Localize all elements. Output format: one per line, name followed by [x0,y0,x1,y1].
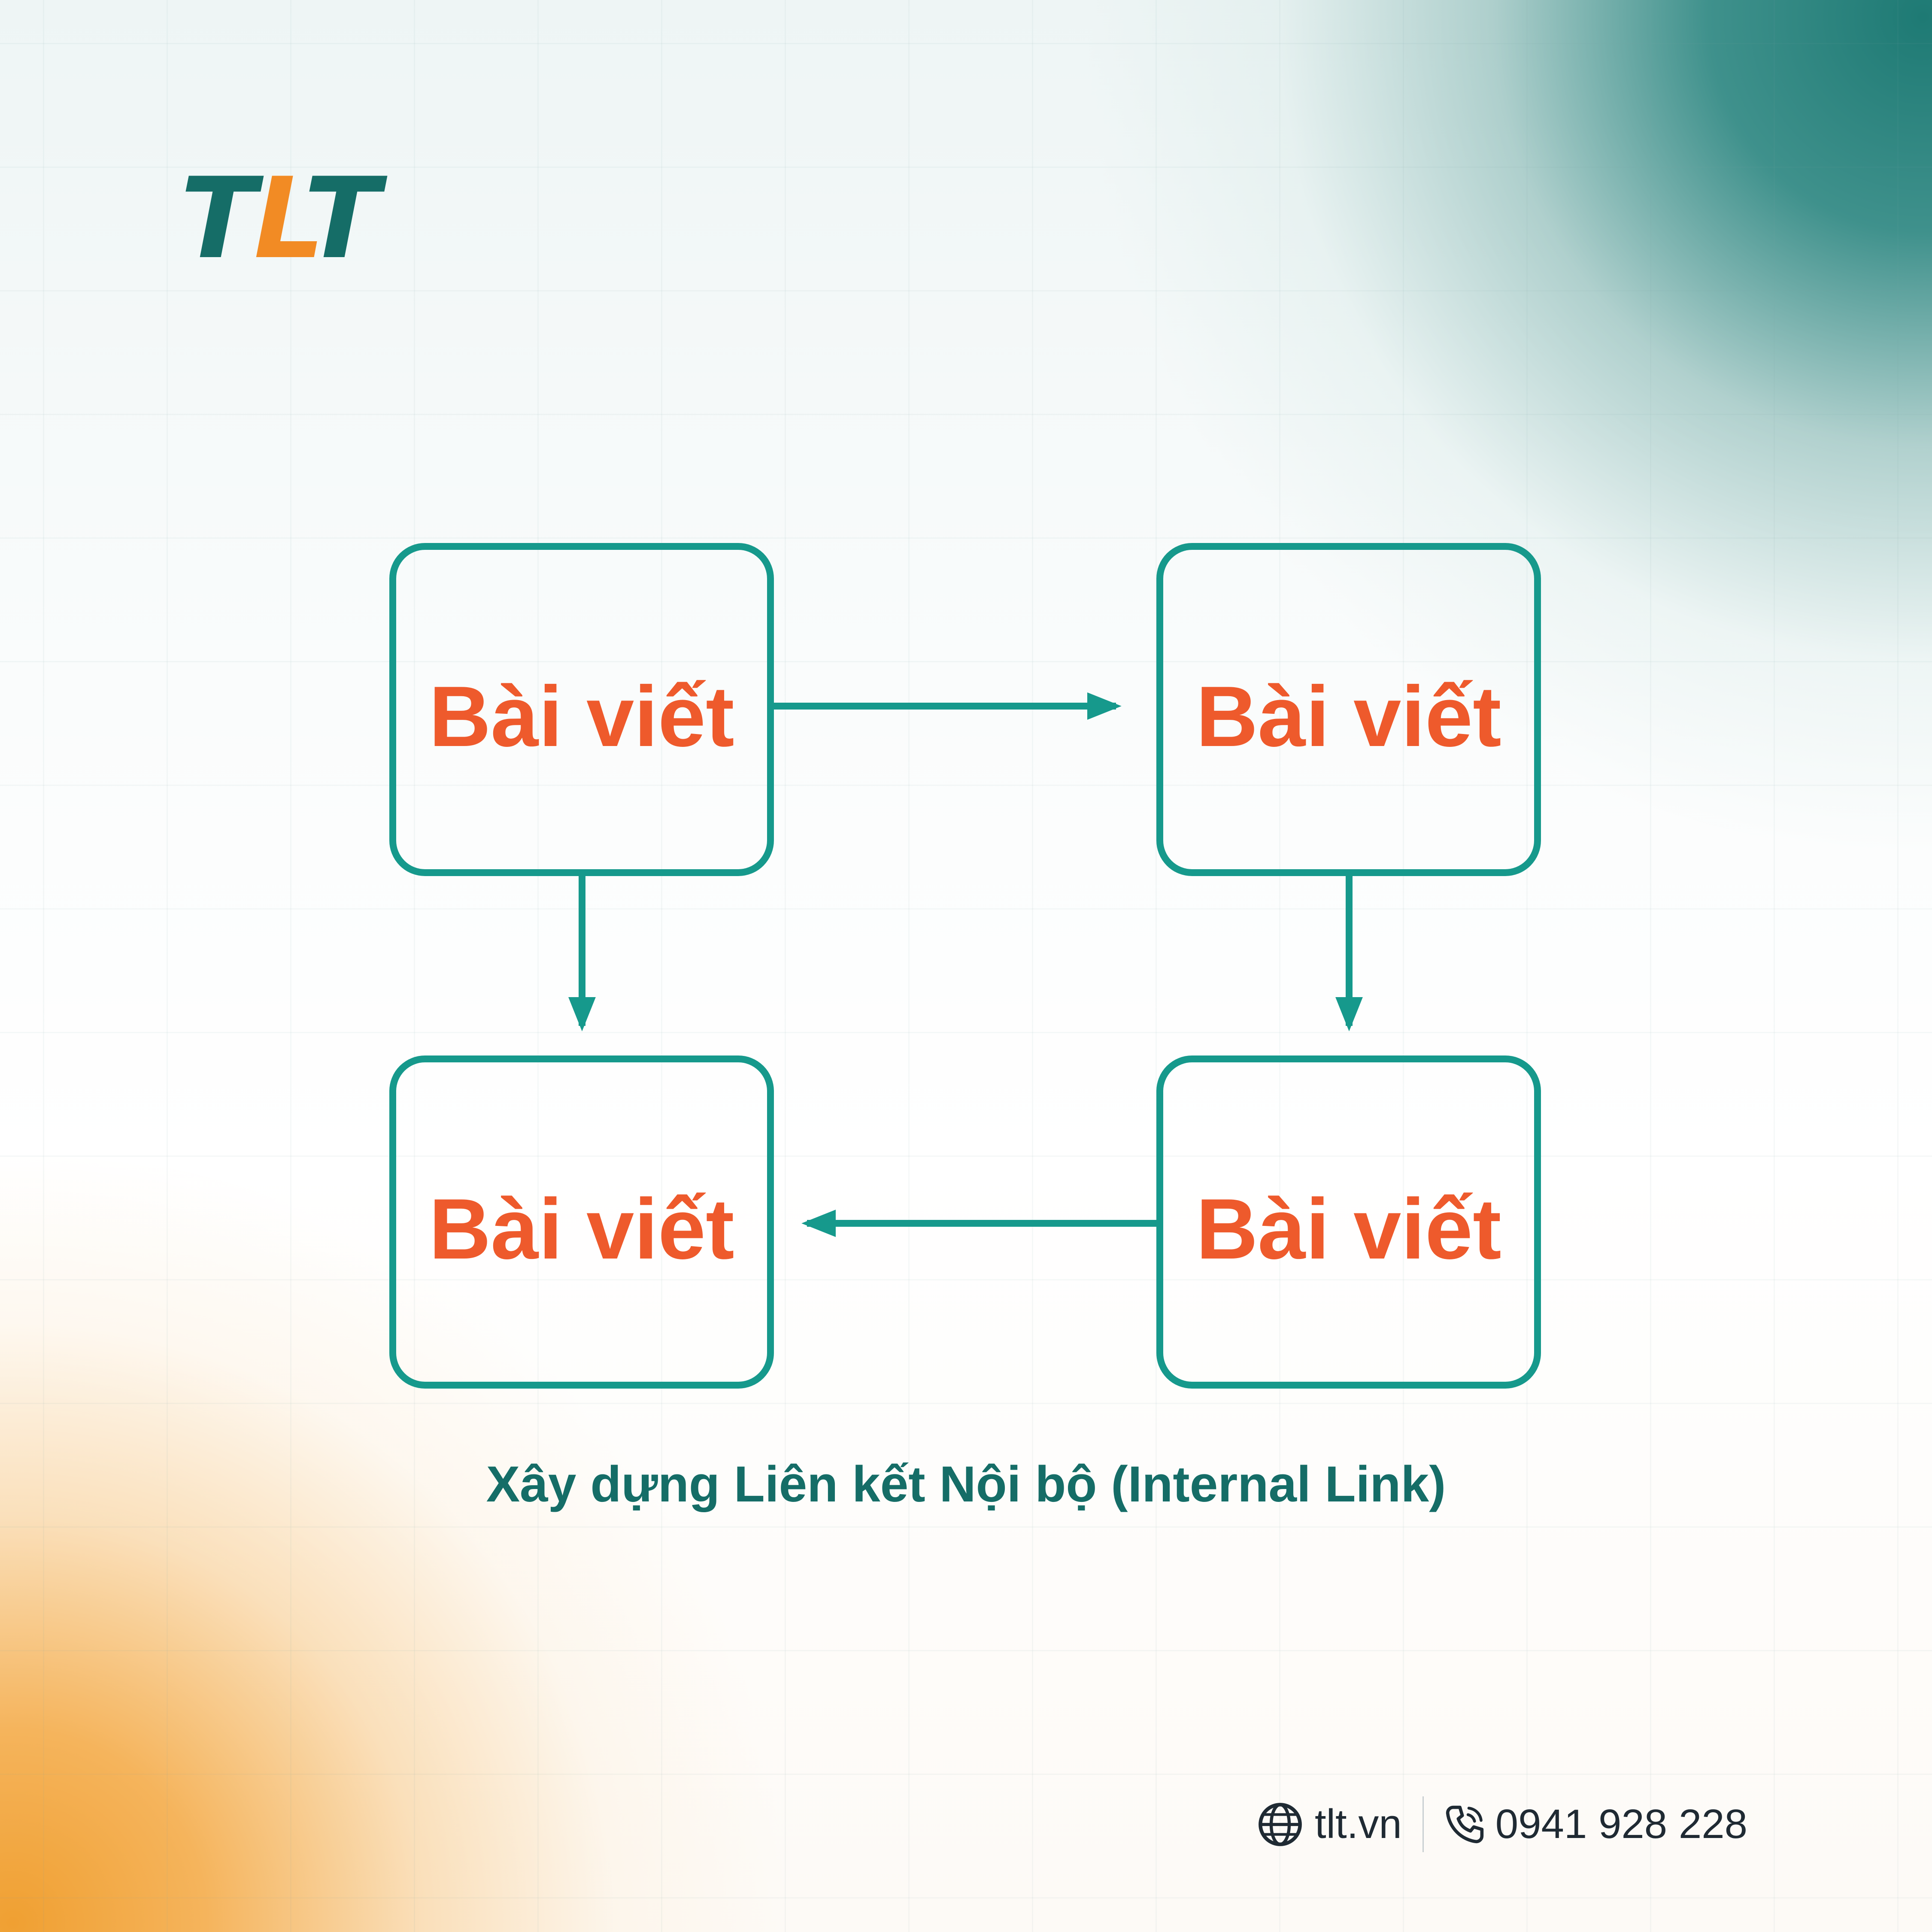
phone-link[interactable]: 0941 928 228 [1444,1801,1747,1848]
node-label-top-left: Bài viết [429,669,734,764]
node-box-bottom-right [1156,1055,1541,1389]
contact-footer: tlt.vn 0941 928 228 [1258,1792,1747,1856]
node-box-top-left [389,543,774,876]
node-label-bottom-left: Bài viết [429,1181,734,1277]
diagram-caption: Xây dựng Liên kết Nội bộ (Internal Link) [486,1456,1446,1513]
logo-letter-t1: T [180,154,256,284]
globe-icon [1258,1802,1303,1847]
phone-text: 0941 928 228 [1495,1801,1747,1847]
node-label-bottom-right: Bài viết [1196,1181,1501,1277]
node-label-top-right: Bài viết [1196,669,1501,764]
footer-divider [1422,1796,1424,1852]
node-box-bottom-left [389,1055,774,1389]
logo-letter-l: L [254,154,306,284]
tlt-logo: TLT [180,163,380,275]
logo-letter-t2: T [304,154,380,284]
website-link[interactable]: tlt.vn [1258,1801,1402,1848]
node-box-top-right [1156,543,1541,876]
phone-icon [1444,1804,1485,1845]
website-text: tlt.vn [1315,1801,1402,1847]
